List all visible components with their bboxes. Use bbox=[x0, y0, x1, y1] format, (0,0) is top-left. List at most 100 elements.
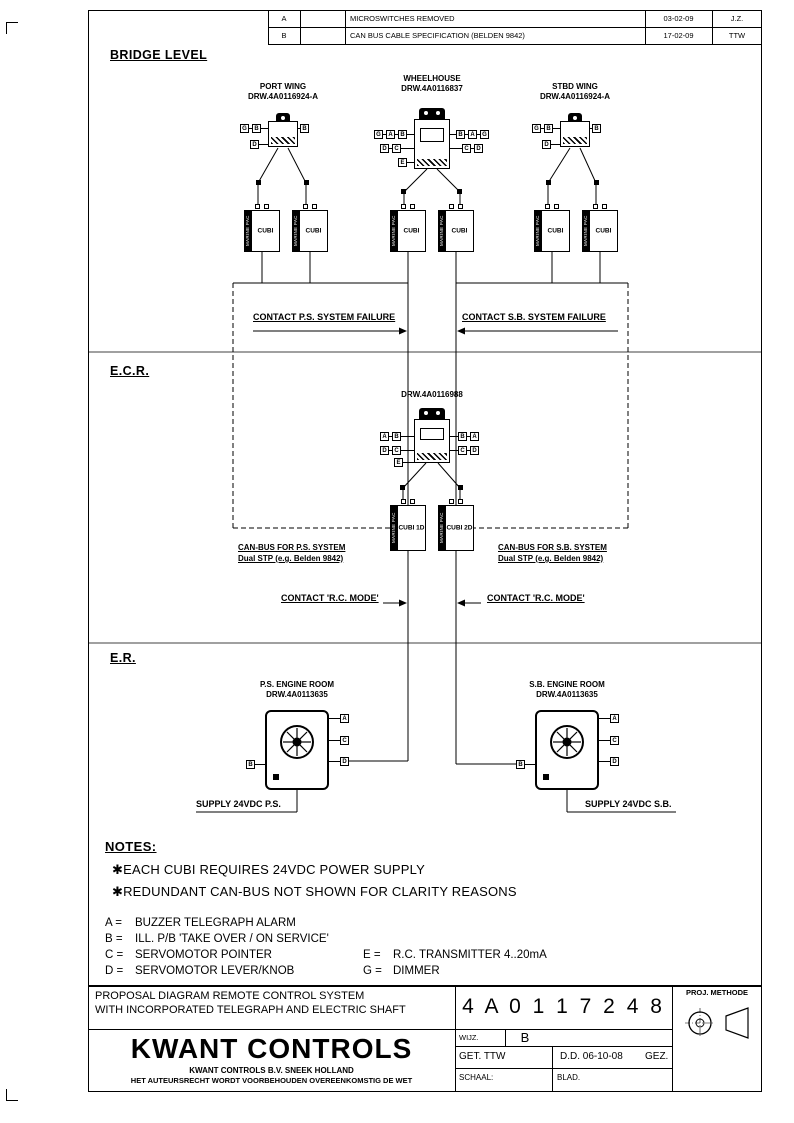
cubi-side-label: MARINE PAC bbox=[583, 211, 590, 251]
schaal-label: SCHAAL: bbox=[459, 1073, 494, 1082]
supply-sb-label: SUPPLY 24VDC S.B. bbox=[585, 799, 672, 809]
gez-field: GEZ. bbox=[645, 1051, 669, 1062]
connector-box: A bbox=[610, 714, 619, 723]
device-drawing-no: DRW.4A0116924-A bbox=[247, 92, 319, 101]
legend-value: SERVOMOTOR POINTER bbox=[135, 949, 272, 961]
connector-box: D bbox=[340, 757, 349, 766]
legend-row-g: G =DIMMER bbox=[363, 965, 440, 977]
cubi-label: CUBI bbox=[547, 227, 564, 235]
ecr-drawing-no: DRW.4A0116988 bbox=[372, 390, 492, 400]
legend-value: SERVOMOTOR LEVER/KNOB bbox=[135, 965, 295, 977]
connector-box: B bbox=[398, 130, 407, 139]
connector-box: G bbox=[374, 130, 383, 139]
blad-label: BLAD. bbox=[557, 1073, 581, 1082]
telegraph-lever-head bbox=[419, 108, 445, 120]
device-drawing-no: DRW.4A0116924-A bbox=[539, 92, 611, 101]
cubi-side-label: MARINE PAC bbox=[439, 506, 446, 550]
cubi-1d-box: MARINE PAC CUBI 1D bbox=[390, 505, 426, 551]
cubi-terminal bbox=[449, 499, 454, 504]
company-address: KWANT CONTROLS B.V. SNEEK HOLLAND bbox=[189, 1066, 354, 1075]
legend-row-d: D =SERVOMOTOR LEVER/KNOB bbox=[105, 965, 294, 977]
legend-value: ILL. P/B 'TAKE OVER / ON SERVICE' bbox=[135, 933, 329, 945]
connector-box: D bbox=[380, 446, 389, 455]
connector-box: G bbox=[240, 124, 249, 133]
note-bullet-2: ✱REDUNDANT CAN-BUS NOT SHOWN FOR CLARITY… bbox=[112, 884, 517, 899]
connector-box: C bbox=[458, 446, 467, 455]
cubi-box: MARINE PAC CUBI bbox=[582, 210, 618, 252]
cubi-terminal bbox=[593, 204, 598, 209]
device-drawing-no: DRW.4A0113635 bbox=[536, 690, 598, 699]
port-wing-title: PORT WING DRW.4A0116924-A bbox=[223, 82, 343, 102]
section-label-bridge: BRIDGE LEVEL bbox=[110, 48, 208, 62]
rev-date: 17-02-09 bbox=[663, 31, 694, 40]
contact-sb-failure-label: CONTACT S.B. SYSTEM FAILURE bbox=[462, 312, 606, 322]
connector-box: E bbox=[398, 158, 407, 167]
section-label-er: E.R. bbox=[110, 651, 136, 665]
connector-box: B bbox=[300, 124, 309, 133]
junction-box bbox=[304, 180, 309, 185]
wheelhouse-telegraph bbox=[414, 119, 450, 169]
connector-box: B bbox=[456, 130, 465, 139]
contact-rc-mode-left-label: CONTACT 'R.C. MODE' bbox=[281, 593, 379, 603]
drawing-number: 4 A 0 1 1 7 2 4 8 bbox=[462, 995, 665, 1018]
cubi-side-label: MARINE PAC bbox=[439, 211, 446, 251]
drawing-description: PROPOSAL DIAGRAM REMOTE CONTROL SYSTEM W… bbox=[95, 989, 406, 1017]
cubi-box: MARINE PAC CUBI bbox=[390, 210, 426, 252]
junction-box bbox=[457, 189, 462, 194]
connector-box: D bbox=[474, 144, 483, 153]
wheelhouse-title: WHEELHOUSE DRW.4A0116837 bbox=[372, 74, 492, 94]
legend-row-c: C =SERVOMOTOR POINTER bbox=[105, 949, 272, 961]
legend-row-b: B = ILL. P/B 'TAKE OVER / ON SERVICE' bbox=[105, 933, 329, 945]
telegraph-lever-head bbox=[568, 113, 582, 122]
connector-box: A bbox=[340, 714, 349, 723]
rev-date: 03-02-09 bbox=[663, 14, 694, 23]
cubi-terminal bbox=[255, 204, 260, 209]
connector-box: D bbox=[250, 140, 259, 149]
rev-by: J.Z. bbox=[730, 14, 744, 23]
connector-box: B bbox=[392, 432, 401, 441]
corner-mark bbox=[6, 1100, 18, 1101]
legend-value: DIMMER bbox=[393, 965, 440, 977]
connector-box: E bbox=[394, 458, 403, 467]
cubi-terminal bbox=[264, 204, 269, 209]
ps-engine-room-title: P.S. ENGINE ROOM DRW.4A0113635 bbox=[237, 680, 357, 700]
stbd-wing-telegraph bbox=[560, 121, 590, 147]
canbus-ps-label: CAN-BUS FOR P.S. SYSTEM bbox=[238, 543, 346, 552]
rev-description: MICROSWITCHES REMOVED bbox=[350, 14, 455, 23]
legend-row-a: A = BUZZER TELEGRAPH ALARM bbox=[105, 917, 296, 929]
legend-value: R.C. TRANSMITTER 4..20mA bbox=[393, 949, 547, 961]
cubi-terminal bbox=[545, 204, 550, 209]
contact-ps-failure-label: CONTACT P.S. SYSTEM FAILURE bbox=[253, 312, 396, 322]
cubi-box: MARINE PAC CUBI bbox=[244, 210, 280, 252]
description-line: WITH INCORPORATED TELEGRAPH AND ELECTRIC… bbox=[95, 1004, 406, 1016]
junction-box bbox=[546, 180, 551, 185]
legend-value: BUZZER TELEGRAPH ALARM bbox=[135, 917, 296, 929]
cubi-label: CUBI bbox=[595, 227, 612, 235]
cubi-side-label: MARINE PAC bbox=[245, 211, 252, 251]
section-label-ecr: E.C.R. bbox=[110, 364, 150, 378]
cubi-terminal bbox=[449, 204, 454, 209]
cubi-box: MARINE PAC CUBI bbox=[534, 210, 570, 252]
connector-box: A bbox=[470, 432, 479, 441]
stbd-wing-title: STBD WING DRW.4A0116924-A bbox=[515, 82, 635, 102]
connector-box: D bbox=[470, 446, 479, 455]
ps-engine-room-telegraph bbox=[265, 710, 329, 790]
device-title: WHEELHOUSE bbox=[403, 74, 461, 83]
telegraph-lever-head bbox=[419, 408, 445, 420]
legend-key: B = bbox=[105, 933, 123, 945]
rev-letter: B bbox=[281, 31, 287, 40]
connector-box: D bbox=[610, 757, 619, 766]
cubi-terminal bbox=[401, 499, 406, 504]
legend-key: A = bbox=[105, 917, 122, 929]
description-line: PROPOSAL DIAGRAM REMOTE CONTROL SYSTEM bbox=[95, 990, 365, 1002]
telegraph-dial bbox=[273, 725, 314, 780]
company-block: KWANT CONTROLS KWANT CONTROLS B.V. SNEEK… bbox=[88, 1034, 455, 1086]
cubi-terminal bbox=[401, 204, 406, 209]
connector-box: B bbox=[246, 760, 255, 769]
cubi-label: CUBI bbox=[257, 227, 274, 235]
cubi-terminal bbox=[303, 204, 308, 209]
connector-box: D bbox=[542, 140, 551, 149]
wijz-label: WIJZ. bbox=[459, 1033, 479, 1042]
device-drawing-no: DRW.4A0116988 bbox=[401, 390, 463, 399]
